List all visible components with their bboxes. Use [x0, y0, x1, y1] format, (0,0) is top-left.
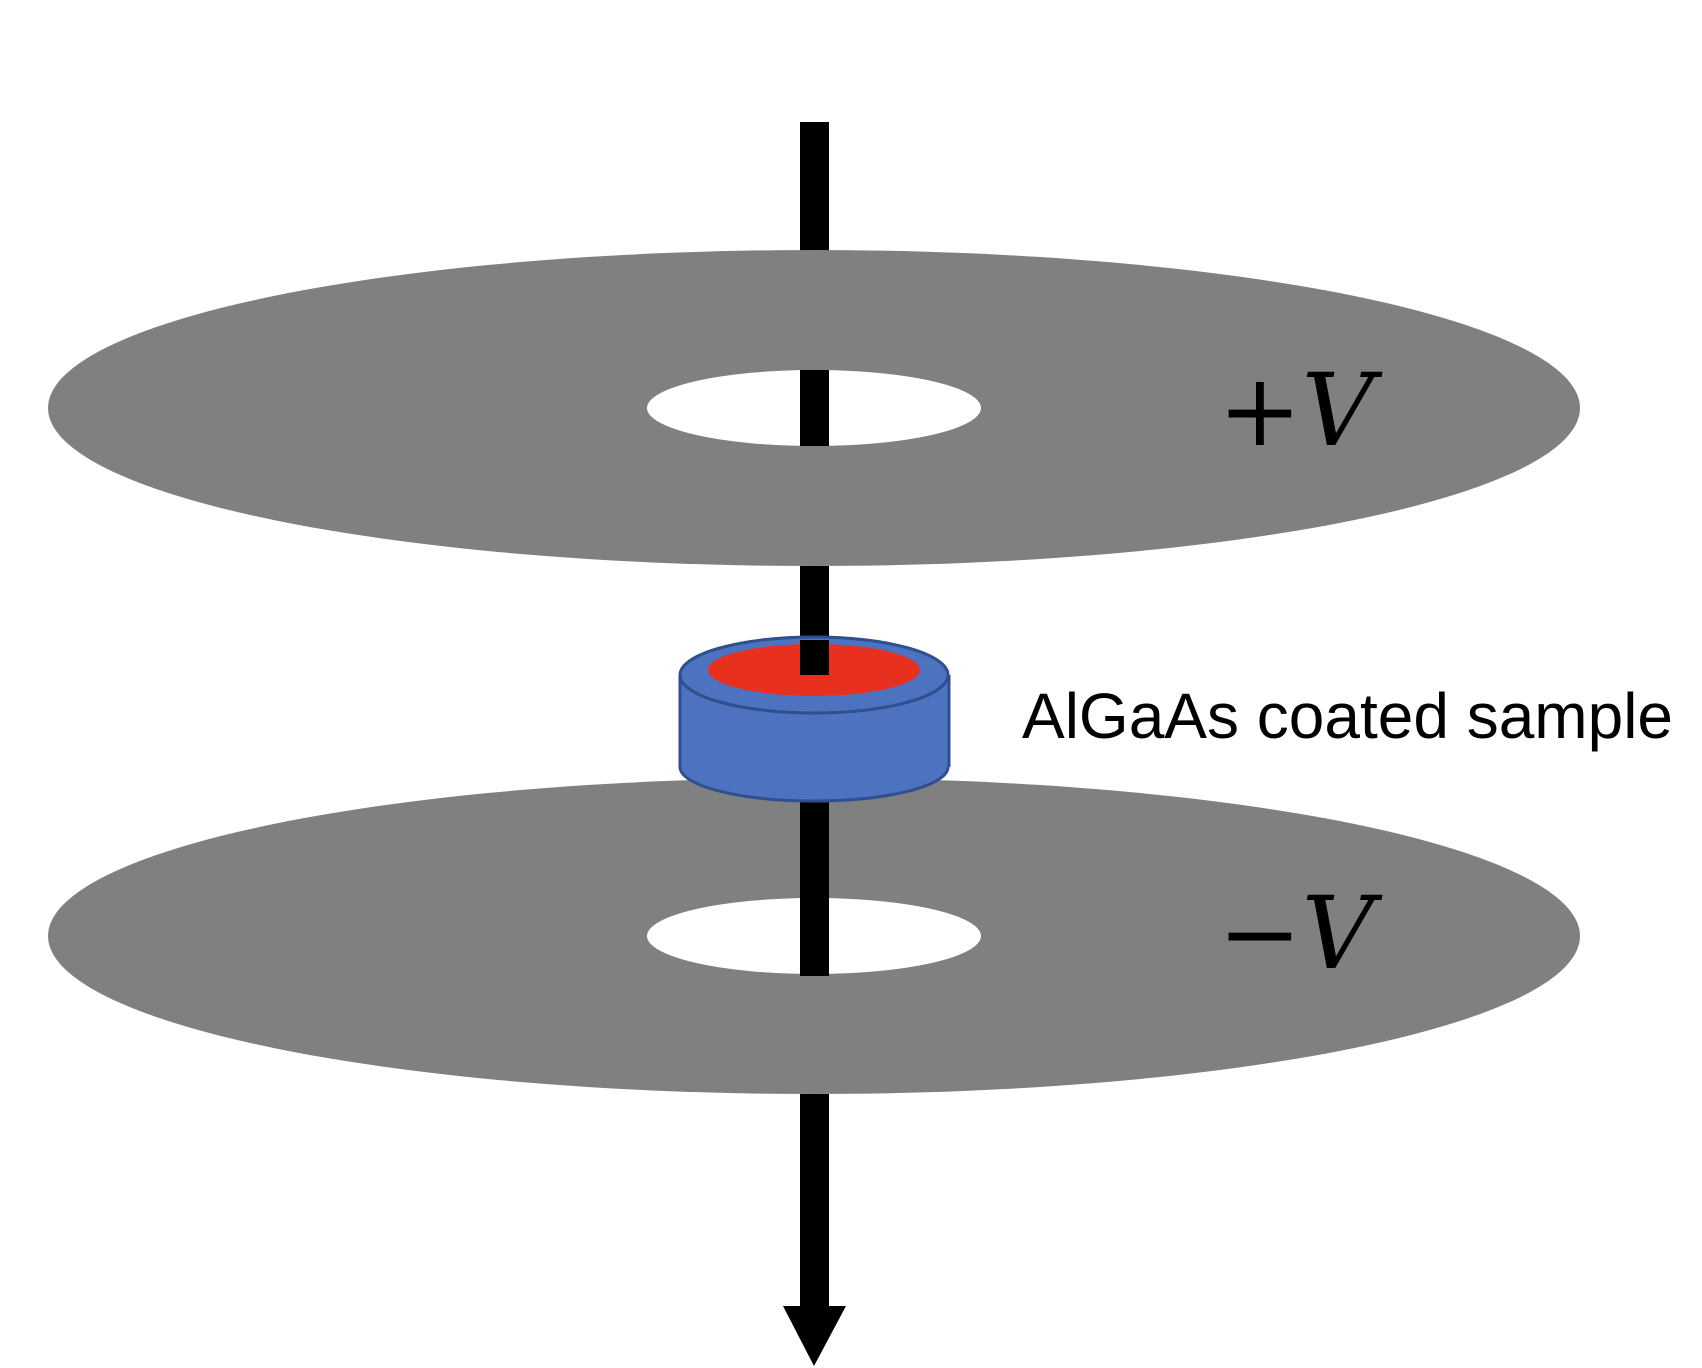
- top-plate-voltage-label: +V: [1218, 352, 1383, 469]
- top-electrode-plate: [48, 250, 1580, 566]
- beam-arrowhead: [783, 1306, 846, 1366]
- beam-segment-bottom: [800, 1094, 829, 1308]
- bottom-plate-voltage-label: −V: [1218, 875, 1383, 992]
- beam-through-bottom-hole: [800, 798, 829, 976]
- algaas-sample: [678, 635, 951, 803]
- sample-label: AlGaAs coated sample: [1022, 680, 1673, 752]
- bottom-electrode-plate: [48, 778, 1580, 1094]
- beam-through-top-hole: [800, 370, 829, 446]
- beam-tip-in-sample: [800, 640, 829, 675]
